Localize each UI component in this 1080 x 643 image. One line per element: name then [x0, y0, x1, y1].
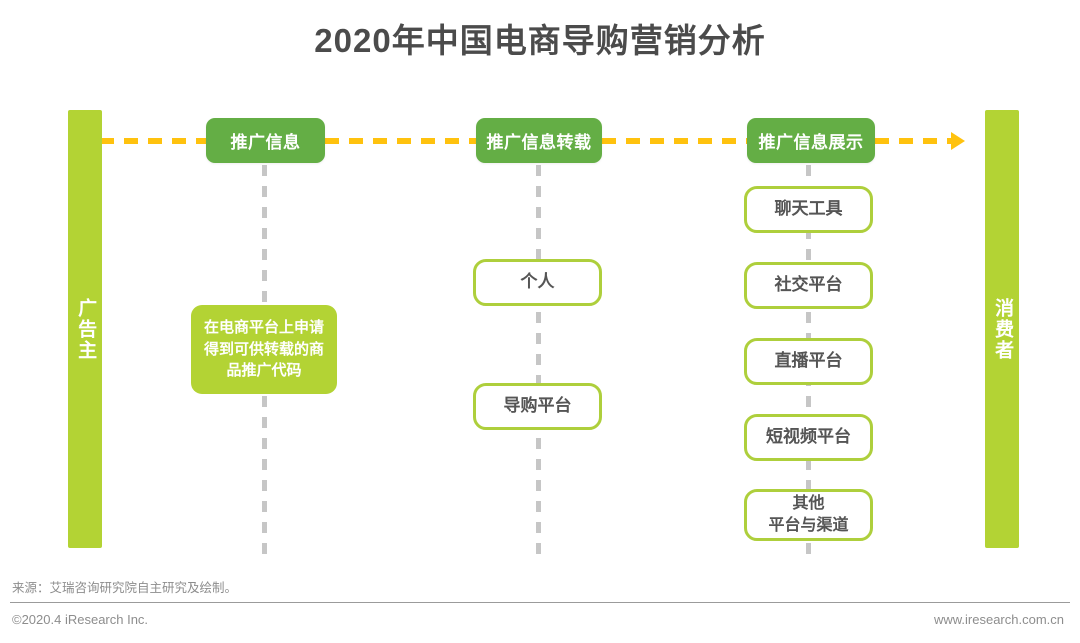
node-stage2-individual[interactable]: 个人 — [473, 259, 602, 306]
stage-header-3[interactable]: 推广信息展示 — [747, 118, 875, 163]
node-stage3-chat-tool[interactable]: 聊天工具 — [744, 186, 873, 233]
flow-line-segment-1 — [100, 138, 206, 144]
website-link[interactable]: www.iresearch.com.cn — [933, 612, 1064, 627]
source-note: 来源：艾瑞咨询研究院自主研究及绘制。 — [12, 581, 238, 595]
actor-bar-advertiser: 广告主 — [68, 110, 102, 548]
flow-diagram-canvas: 广告主 消费者 推广信息 推广信息转载 推广信息展示 在电商平台上申请得到可供转… — [68, 110, 1019, 555]
flow-line-segment-3 — [602, 138, 747, 144]
flow-arrow-icon — [951, 132, 965, 150]
node-stage3-short-video-platform[interactable]: 短视频平台 — [744, 414, 873, 461]
node-stage2-guide-platform[interactable]: 导购平台 — [473, 383, 602, 430]
connector-column-2 — [536, 165, 541, 555]
stage-header-2[interactable]: 推广信息转载 — [476, 118, 602, 163]
node-stage3-other-channels[interactable]: 其他 平台与渠道 — [744, 489, 873, 541]
node-stage3-other-line1: 其他 — [792, 495, 825, 513]
actor-bar-consumer: 消费者 — [985, 110, 1019, 548]
footer-divider — [10, 602, 1070, 603]
actor-label-consumer: 消费者 — [992, 297, 1014, 361]
flow-line-segment-4 — [875, 138, 953, 144]
stage-header-1[interactable]: 推广信息 — [206, 118, 325, 163]
node-stage3-other-line2: 平台与渠道 — [768, 517, 849, 534]
page-title: 2020年中国电商导购营销分析 — [314, 22, 766, 59]
actor-label-advertiser: 广告主 — [75, 297, 97, 361]
flow-line-segment-2 — [325, 138, 476, 144]
copyright-text: ©2020.4 iResearch Inc. — [12, 612, 149, 627]
node-stage1-promo-code[interactable]: 在电商平台上申请得到可供转载的商品推广代码 — [191, 305, 337, 394]
node-stage3-live-platform[interactable]: 直播平台 — [744, 338, 873, 385]
node-stage3-social-platform[interactable]: 社交平台 — [744, 262, 873, 309]
